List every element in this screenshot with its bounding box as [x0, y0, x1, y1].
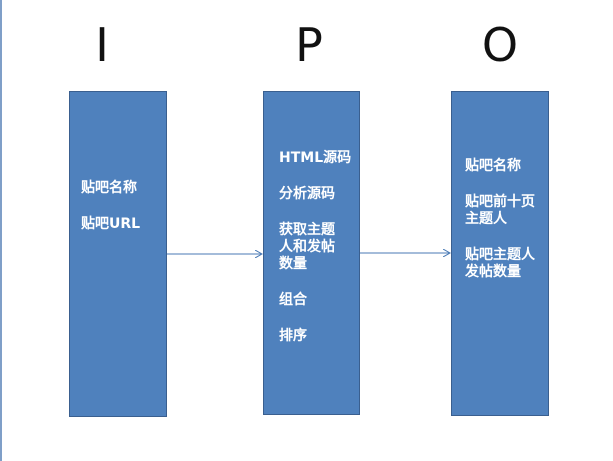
process-item-analyze-source: 分析源码	[279, 186, 335, 202]
output-item-top-topic-authors: 贴吧前十页主题人	[465, 194, 535, 227]
output-item-author-post-count: 贴吧主题人发帖数量	[465, 247, 535, 280]
input-item-tieba-url: 贴吧URL	[81, 216, 141, 232]
output-item-tieba-name: 贴吧名称	[465, 158, 521, 174]
process-item-get-topics: 获取主题人和发帖数量	[279, 222, 335, 272]
input-item-tieba-name: 贴吧名称	[81, 180, 137, 196]
process-item-sort: 排序	[279, 328, 307, 344]
process-box: HTML源码 分析源码 获取主题人和发帖数量 组合 排序	[263, 91, 360, 415]
heading-input: I	[95, 18, 109, 72]
output-box: 贴吧名称 贴吧前十页主题人 贴吧主题人发帖数量	[451, 91, 549, 416]
process-item-html-source: HTML源码	[279, 150, 352, 166]
heading-output: O	[481, 18, 519, 72]
process-item-combine: 组合	[279, 292, 307, 308]
left-edge-line	[0, 0, 2, 461]
input-box: 贴吧名称 贴吧URL	[69, 91, 167, 417]
heading-process: P	[295, 18, 323, 72]
